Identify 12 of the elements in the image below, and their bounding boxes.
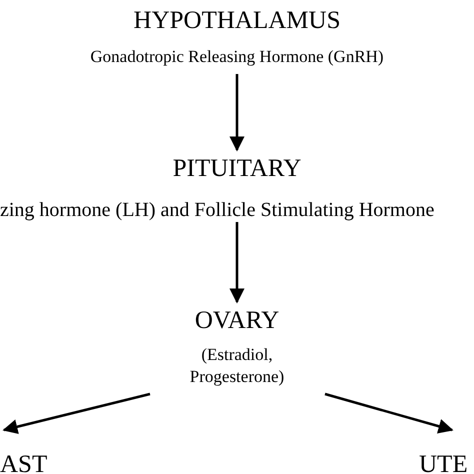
arrow: [2, 392, 150, 434]
hormone-text: Gonadotropic Releasing Hormone (GnRH): [89, 46, 385, 68]
organ-name: PITUITARY: [172, 156, 302, 181]
hormone-text: zing hormone (LH) and Follicle Stimulating Hormone: [0, 198, 434, 223]
organ-name: AST: [0, 452, 48, 474]
arrow: [230, 74, 244, 152]
organ-name: UTE: [419, 452, 468, 474]
hormone-text: (Estradiol, Progesterone): [188, 344, 286, 388]
arrow: [324, 392, 454, 434]
organ-name: OVARY: [194, 308, 280, 333]
arrow: [230, 222, 244, 304]
organ-name: HYPOTHALAMUS: [132, 8, 342, 33]
